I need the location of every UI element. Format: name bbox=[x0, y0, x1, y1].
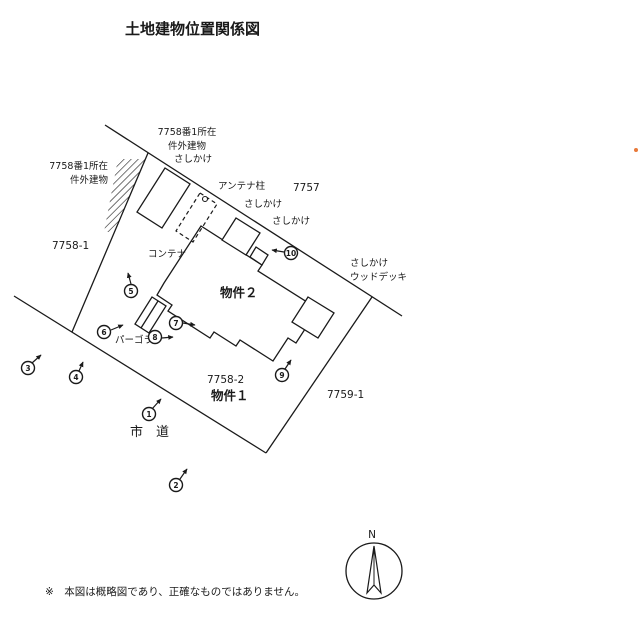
outside-building-top-label-2: 件外建物 bbox=[168, 140, 207, 152]
lean-to-side bbox=[249, 246, 269, 266]
photo-point-circle bbox=[96, 324, 112, 340]
photo-point-circle bbox=[168, 315, 184, 331]
compass-circle bbox=[345, 542, 403, 600]
lean-to-front-label: さしかけ bbox=[244, 199, 282, 210]
disclaimer-note: ※ 本図は概略図であり、正確なものではありません。 bbox=[45, 585, 305, 598]
view-direction-arrow bbox=[151, 398, 162, 410]
photo-point-circle bbox=[141, 406, 157, 422]
pergola-label: パーゴラ bbox=[115, 334, 153, 346]
view-direction-arrow bbox=[31, 354, 42, 364]
photo-point-7: 7 bbox=[168, 315, 196, 331]
outside-building-hatched bbox=[104, 159, 146, 232]
outside-building-left-label-2: 件外建物 bbox=[70, 174, 109, 186]
outside-building-left-label-1: 7758番1所在 bbox=[49, 160, 108, 172]
outside-building-top-label-3: さしかけ bbox=[174, 154, 212, 165]
lean-to-front bbox=[221, 217, 261, 256]
road-boundary-line bbox=[13, 295, 267, 454]
photo-point-1: 1 bbox=[141, 398, 162, 422]
photo-point-8: 8 bbox=[147, 329, 174, 345]
photo-point-circle bbox=[283, 245, 299, 261]
view-direction-arrow bbox=[161, 335, 174, 340]
lot-7757-label: 7757 bbox=[293, 182, 320, 194]
photo-point-9: 9 bbox=[274, 359, 292, 383]
photo-point-number: 2 bbox=[173, 481, 178, 490]
photo-point-circle bbox=[274, 367, 290, 383]
photo-point-number: 10 bbox=[286, 249, 296, 258]
view-direction-arrow bbox=[78, 361, 84, 372]
photo-point-circle bbox=[168, 477, 184, 493]
view-direction-arrow bbox=[182, 321, 196, 327]
photo-point-number: 3 bbox=[25, 364, 30, 373]
view-direction-arrow bbox=[126, 272, 132, 285]
view-direction-arrow bbox=[284, 359, 292, 370]
view-direction-arrow bbox=[110, 324, 124, 331]
property-1-label: 物件１ bbox=[211, 388, 249, 403]
boundary-7757-line bbox=[104, 124, 403, 317]
photo-point-number: 4 bbox=[73, 373, 78, 382]
deck-label-2: ウッドデッキ bbox=[350, 271, 407, 283]
stray-mark bbox=[634, 148, 638, 152]
wood-deck bbox=[291, 296, 335, 339]
lot-7758-2-label: 7758-2 bbox=[207, 374, 244, 386]
photo-point-4: 4 bbox=[68, 361, 84, 385]
photo-point-circle bbox=[123, 283, 139, 299]
photo-point-number: 6 bbox=[101, 328, 106, 337]
photo-point-3: 3 bbox=[20, 354, 42, 376]
boundary-7759-1-line bbox=[265, 296, 373, 454]
photo-point-number: 7 bbox=[173, 319, 178, 328]
photo-point-2: 2 bbox=[168, 468, 188, 493]
north-arrow-icon: N bbox=[345, 529, 403, 600]
pergola-inner-line bbox=[140, 300, 159, 329]
photo-point-circle bbox=[147, 329, 163, 345]
road-label: 市 道 bbox=[130, 424, 169, 440]
lot-7759-1-label: 7759-1 bbox=[327, 389, 364, 401]
outside-building-lean-to bbox=[136, 167, 191, 229]
photo-point-circle bbox=[68, 369, 84, 385]
antenna-pole-marker bbox=[201, 195, 209, 203]
property-2-building bbox=[156, 225, 319, 362]
property-2-label: 物件２ bbox=[220, 285, 258, 300]
view-direction-arrow bbox=[271, 248, 285, 254]
photo-point-5: 5 bbox=[123, 272, 139, 299]
photo-point-10: 10 bbox=[271, 245, 299, 261]
photo-point-number: 8 bbox=[152, 333, 157, 342]
photo-point-number: 9 bbox=[279, 371, 284, 380]
container-outline bbox=[175, 192, 218, 243]
lean-to-side-label: さしかけ bbox=[272, 216, 310, 227]
photo-point-number: 1 bbox=[146, 410, 151, 419]
photo-point-number: 5 bbox=[128, 287, 133, 296]
deck-label-1: さしかけ bbox=[350, 258, 388, 269]
view-direction-arrow bbox=[179, 468, 188, 480]
lot-7758-1-label: 7758-1 bbox=[52, 240, 89, 252]
photo-point-6: 6 bbox=[96, 324, 124, 340]
north-label: N bbox=[368, 529, 376, 541]
page-title: 土地建物位置関係図 bbox=[125, 20, 260, 38]
antenna-label: アンテナ柱 bbox=[218, 180, 266, 192]
container-label: コンテナ bbox=[148, 249, 186, 260]
pergola bbox=[134, 296, 167, 334]
photo-point-circle bbox=[20, 360, 36, 376]
outside-building-top-label-1: 7758番1所在 bbox=[158, 126, 217, 138]
